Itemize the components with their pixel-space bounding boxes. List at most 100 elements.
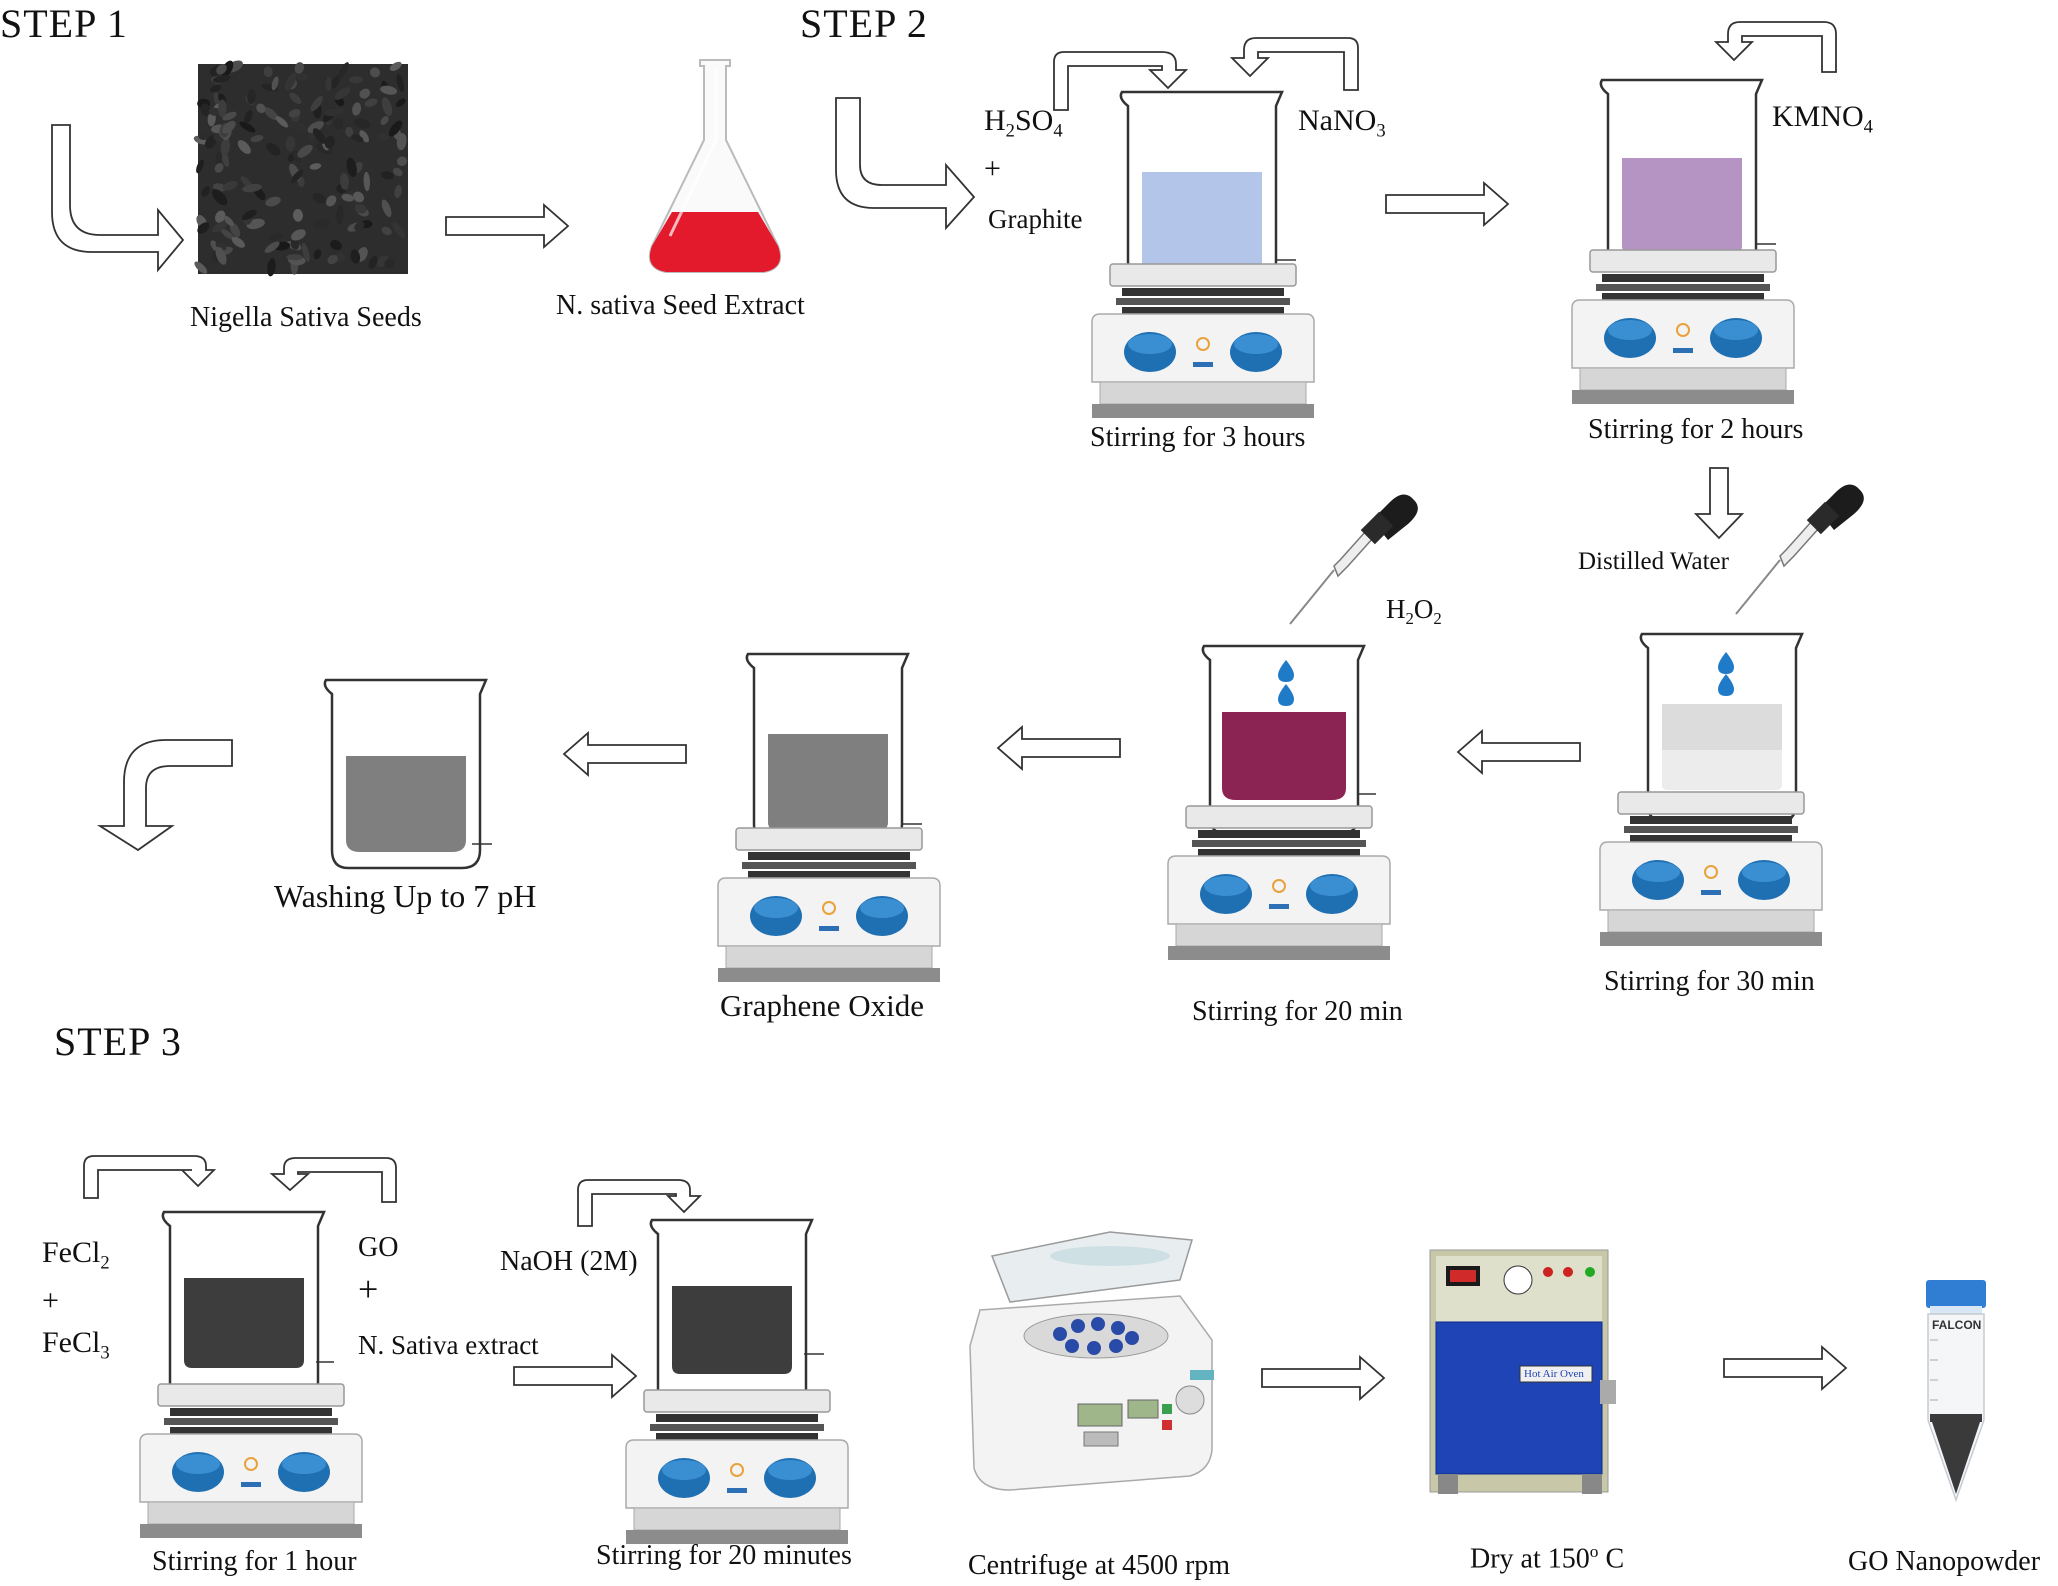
beaker-blue — [1119, 90, 1296, 282]
seed-texture — [222, 111, 237, 121]
seed-texture — [324, 107, 344, 117]
seed-texture — [334, 87, 351, 100]
seed-texture — [212, 75, 231, 83]
label-naoh: NaOH (2M) — [500, 1246, 638, 1277]
seed-texture — [381, 199, 392, 218]
seed-texture — [396, 74, 405, 92]
seed-texture — [208, 107, 221, 116]
seed-texture — [301, 242, 310, 262]
caption-stir-1h: Stirring for 1 hour — [152, 1546, 357, 1577]
seed-texture — [395, 244, 404, 256]
caption-seeds: Nigella Sativa Seeds — [190, 302, 422, 333]
seed-texture — [345, 126, 354, 137]
seed-texture — [327, 254, 338, 265]
seed-texture — [223, 215, 234, 227]
beaker-graphene-oxide — [745, 652, 922, 844]
seed-texture — [242, 183, 262, 193]
seed-texture — [392, 167, 403, 177]
seed-texture — [244, 110, 253, 124]
dropper-distilled — [1735, 483, 1865, 615]
seed-texture — [212, 189, 228, 206]
seed-texture — [200, 103, 211, 117]
seed-texture — [295, 72, 309, 81]
seed-texture — [286, 254, 303, 261]
label-plus-3: + — [358, 1269, 379, 1309]
seed-texture — [325, 76, 332, 91]
step1-title: STEP 1 — [0, 1, 128, 46]
beaker-purple — [1599, 78, 1776, 270]
seed-texture — [312, 128, 326, 144]
seed-texture — [275, 116, 289, 128]
stirrer-5 — [717, 827, 941, 983]
seed-texture — [265, 196, 281, 207]
seed-texture — [266, 142, 281, 156]
seed-texture — [268, 233, 283, 241]
seed-texture — [288, 109, 301, 118]
seed-texture — [241, 209, 257, 220]
seed-texture — [380, 85, 398, 95]
beaker-grey — [1639, 632, 1804, 824]
falcon-tube — [1926, 1280, 1986, 1503]
seed-texture — [210, 85, 222, 93]
falcon-label: FALCON — [1932, 1318, 1982, 1332]
seed-texture — [287, 121, 307, 132]
beaker-fecl — [161, 1210, 334, 1402]
feed-arrow-naoh — [577, 1179, 703, 1227]
seed-texture — [359, 88, 371, 99]
caption-washing: Washing Up to 7 pH — [274, 878, 537, 914]
seed-texture — [218, 99, 227, 118]
seed-texture — [333, 118, 344, 130]
stirrer-7 — [625, 1389, 849, 1545]
seed-texture — [215, 151, 223, 166]
seed-texture — [263, 66, 273, 77]
seed-texture — [197, 222, 210, 234]
seed-texture — [294, 62, 305, 74]
seed-texture — [384, 258, 395, 269]
seed-texture — [369, 67, 381, 78]
arrow-seeds-to-extract — [445, 204, 569, 248]
centrifuge — [969, 1231, 1214, 1491]
seed-texture — [312, 192, 326, 204]
seed-texture — [381, 97, 393, 116]
feed-arrow-nano3 — [1229, 37, 1359, 91]
seed-texture — [271, 76, 279, 91]
seed-texture — [315, 75, 328, 85]
seed-texture — [292, 209, 304, 222]
step3-title: STEP 3 — [54, 1019, 182, 1064]
seed-texture — [212, 220, 229, 233]
seed-texture — [216, 64, 227, 75]
caption-go-nanopowder: GO Nanopowder — [1848, 1546, 2041, 1577]
seed-texture — [256, 103, 266, 114]
seed-texture — [239, 121, 256, 133]
label-go: GO — [358, 1232, 399, 1263]
caption-stir-20-minutes: Stirring for 20 minutes — [596, 1540, 852, 1571]
caption-stir-3h: Stirring for 3 hours — [1090, 422, 1306, 453]
seed-texture — [214, 163, 224, 173]
seed-texture — [289, 92, 302, 105]
seed-texture — [354, 221, 365, 231]
seed-texture — [290, 169, 304, 183]
seed-texture — [339, 172, 349, 190]
seed-texture — [307, 120, 324, 133]
seed-texture — [394, 184, 402, 199]
step2-title: STEP 2 — [800, 1, 928, 46]
label-plus-2: + — [42, 1284, 59, 1317]
seed-texture — [363, 171, 371, 192]
seed-texture — [388, 120, 403, 137]
seed-texture — [326, 195, 337, 207]
caption-graphene-oxide: Graphene Oxide — [720, 988, 924, 1023]
seed-texture — [310, 96, 323, 112]
seed-texture — [346, 157, 357, 177]
step1-inlet-arrow — [51, 124, 185, 273]
feed-arrow-kmno4 — [1713, 21, 1837, 73]
seed-texture — [368, 255, 378, 270]
seed-texture — [354, 204, 367, 214]
seed-texture — [220, 137, 231, 156]
stirrer-1 — [1091, 263, 1315, 419]
seed-texture — [337, 62, 349, 79]
seed-texture — [215, 210, 226, 223]
label-h2so4: H2SO4 — [984, 104, 1063, 142]
arrow-to-washing — [563, 732, 687, 776]
seed-texture — [336, 205, 344, 225]
seed-texture — [292, 150, 301, 164]
